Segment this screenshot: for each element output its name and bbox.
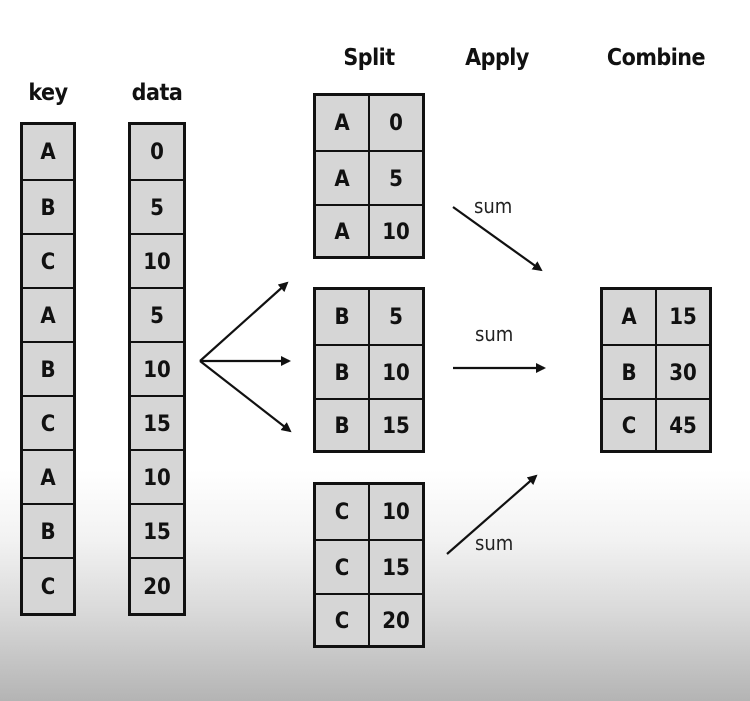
data-cell: 0 xyxy=(150,139,164,165)
split-group-b: B 5 B 10 B 15 xyxy=(313,287,425,453)
table-row: A 0 xyxy=(316,96,422,150)
table-row: B 30 xyxy=(603,344,709,400)
group-value: 10 xyxy=(382,219,410,245)
group-value: 5 xyxy=(389,304,403,330)
group-key: C xyxy=(316,541,370,595)
table-row: B 5 xyxy=(316,290,422,344)
split-arrow-c xyxy=(199,360,292,433)
data-cell: 10 xyxy=(131,449,183,505)
combine-table: A 15 B 30 C 45 xyxy=(600,287,712,453)
combine-key: C xyxy=(603,400,657,452)
data-header: data xyxy=(131,80,183,106)
group-key: A xyxy=(316,152,370,206)
group-key: C xyxy=(316,485,370,539)
key-cell: B xyxy=(23,179,73,235)
group-value: 10 xyxy=(382,360,410,386)
key-header: key xyxy=(28,80,68,106)
table-row: C 15 xyxy=(316,539,422,595)
key-column: A B C A B C A B C xyxy=(20,122,76,616)
key-cell: B xyxy=(23,341,73,397)
data-cell: 15 xyxy=(131,395,183,451)
apply-label: sum xyxy=(475,322,514,346)
group-key: B xyxy=(316,346,370,400)
key-cell: C xyxy=(23,395,73,451)
group-key: A xyxy=(316,96,370,150)
key-cell: A xyxy=(40,139,56,165)
group-value: 0 xyxy=(389,110,403,136)
table-row: C 20 xyxy=(316,593,422,647)
table-row: B 15 xyxy=(316,398,422,452)
split-arrow-a xyxy=(199,281,289,362)
table-row: B 10 xyxy=(316,344,422,400)
group-value: 10 xyxy=(382,499,410,525)
group-key: B xyxy=(316,290,370,344)
group-key: C xyxy=(316,595,370,647)
combine-value: 30 xyxy=(669,360,697,386)
data-cell: 10 xyxy=(131,233,183,289)
apply-label: sum xyxy=(475,531,514,555)
split-group-c: C 10 C 15 C 20 xyxy=(313,482,425,648)
group-value: 15 xyxy=(382,413,410,439)
group-key: A xyxy=(316,206,370,258)
apply-arrow-c xyxy=(446,474,538,555)
table-row: C 45 xyxy=(603,398,709,452)
table-row: C 10 xyxy=(316,485,422,539)
key-cell: B xyxy=(23,503,73,559)
key-cell: C xyxy=(23,557,73,615)
data-cell: 15 xyxy=(131,503,183,559)
group-value: 5 xyxy=(389,166,403,192)
data-cell: 10 xyxy=(131,341,183,397)
key-cell: A xyxy=(23,287,73,343)
combine-value: 45 xyxy=(669,413,697,439)
split-header: Split xyxy=(343,45,395,71)
data-cell: 5 xyxy=(131,287,183,343)
combine-key: A xyxy=(603,290,657,344)
table-row: A 10 xyxy=(316,204,422,258)
group-value: 20 xyxy=(382,608,410,634)
group-value: 15 xyxy=(382,555,410,581)
data-cell: 5 xyxy=(131,179,183,235)
data-column: 0 5 10 5 10 15 10 15 20 xyxy=(128,122,186,616)
apply-label: sum xyxy=(474,194,513,218)
key-cell: C xyxy=(23,233,73,289)
key-cell: A xyxy=(23,449,73,505)
table-row: A 15 xyxy=(603,290,709,344)
apply-arrow-a xyxy=(452,206,543,272)
combine-value: 15 xyxy=(669,304,697,330)
combine-key: B xyxy=(603,346,657,400)
combine-header: Combine xyxy=(606,45,706,71)
data-cell: 20 xyxy=(131,557,183,615)
table-row: A 5 xyxy=(316,150,422,206)
split-group-a: A 0 A 5 A 10 xyxy=(313,93,425,259)
group-key: B xyxy=(316,400,370,452)
apply-header: Apply xyxy=(465,45,529,71)
